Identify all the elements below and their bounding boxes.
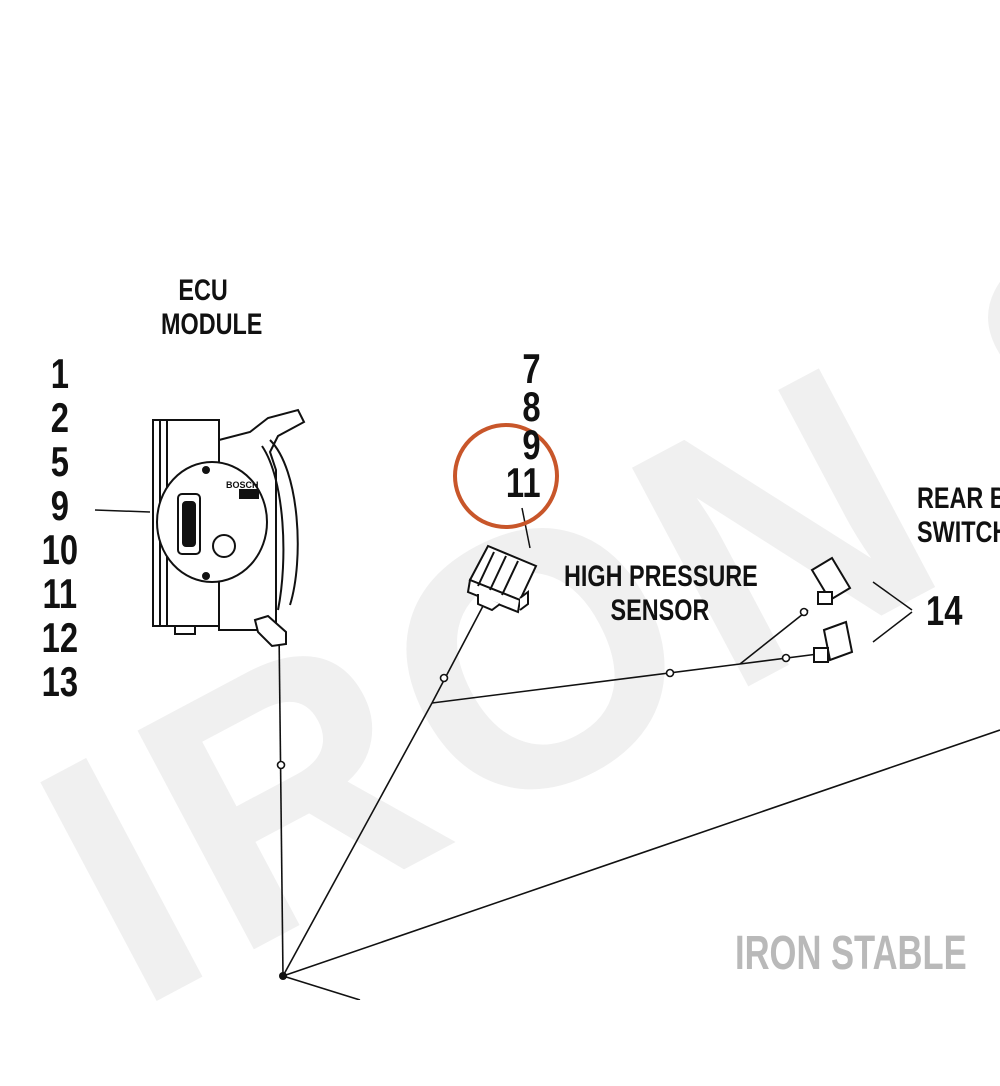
part-number: 1: [50, 350, 69, 397]
part-number: 9: [522, 421, 541, 468]
harness-junction: [279, 972, 287, 980]
harness-connector-dots: [276, 607, 809, 770]
high-pressure-sensor-drawing: [466, 544, 538, 614]
part-number: 5: [50, 438, 69, 485]
part-number: 9: [50, 482, 69, 529]
part-number: 8: [522, 383, 541, 430]
sensor-part-number-list: 7 8 9 11: [500, 345, 541, 506]
part-number: 10: [41, 526, 79, 573]
part-number: 11: [42, 570, 78, 617]
highlight-circle: [453, 423, 559, 529]
rear-brake-switch-drawing: [810, 556, 854, 663]
brand-text: IRON STABLE: [735, 927, 967, 980]
part-number: 14: [926, 587, 963, 634]
part-number: 12: [41, 614, 79, 661]
high-pressure-sensor-title: HIGH PRESSURE SENSOR: [564, 560, 758, 627]
ecu-module-title: ECU MODULE: [161, 274, 263, 341]
part-number: 2: [50, 394, 69, 441]
wiring-harness: [278, 605, 1000, 1000]
rear-brake-switch-title: REAR B SWITCH: [917, 482, 1000, 549]
part-number: 13: [41, 658, 79, 705]
switch-part-number-list: 14: [926, 590, 962, 632]
ecu-logo-text: BOSCH: [226, 480, 259, 490]
part-number-highlighted: 11: [505, 459, 541, 506]
part-number: 7: [522, 345, 541, 392]
ecu-module-drawing: [152, 408, 306, 648]
wiring-drawing: BOSCH: [94, 408, 1000, 1000]
ecu-part-number-list: 1 2 5 9 10 11 12 13: [38, 352, 82, 704]
leader-lines: [94, 507, 913, 643]
